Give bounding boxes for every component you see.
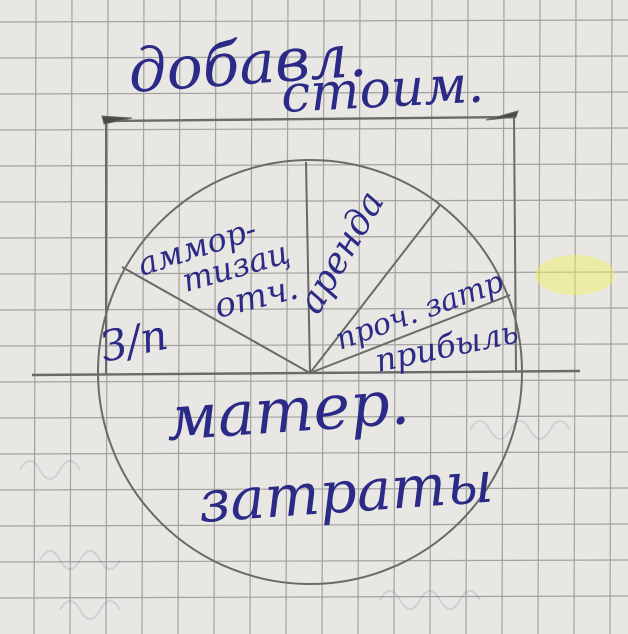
title-line2: стоим. <box>280 54 486 125</box>
slice-line-wages <box>121 266 311 374</box>
bracket-right-tick <box>485 110 519 121</box>
bracket-right <box>513 116 517 372</box>
base-line <box>31 369 581 377</box>
title-line1: добавл. <box>126 20 369 106</box>
slice-line-depreciation <box>305 161 311 374</box>
bracket-left-tick <box>101 115 133 125</box>
pencil-diagram <box>31 110 581 585</box>
slice-line-other <box>309 294 511 374</box>
slice-line-rent <box>309 204 441 374</box>
label-material-1: матер. <box>164 365 412 455</box>
bracket-top <box>105 115 517 123</box>
highlighter-smudge <box>535 255 615 295</box>
bleed-through-marks <box>19 420 571 620</box>
